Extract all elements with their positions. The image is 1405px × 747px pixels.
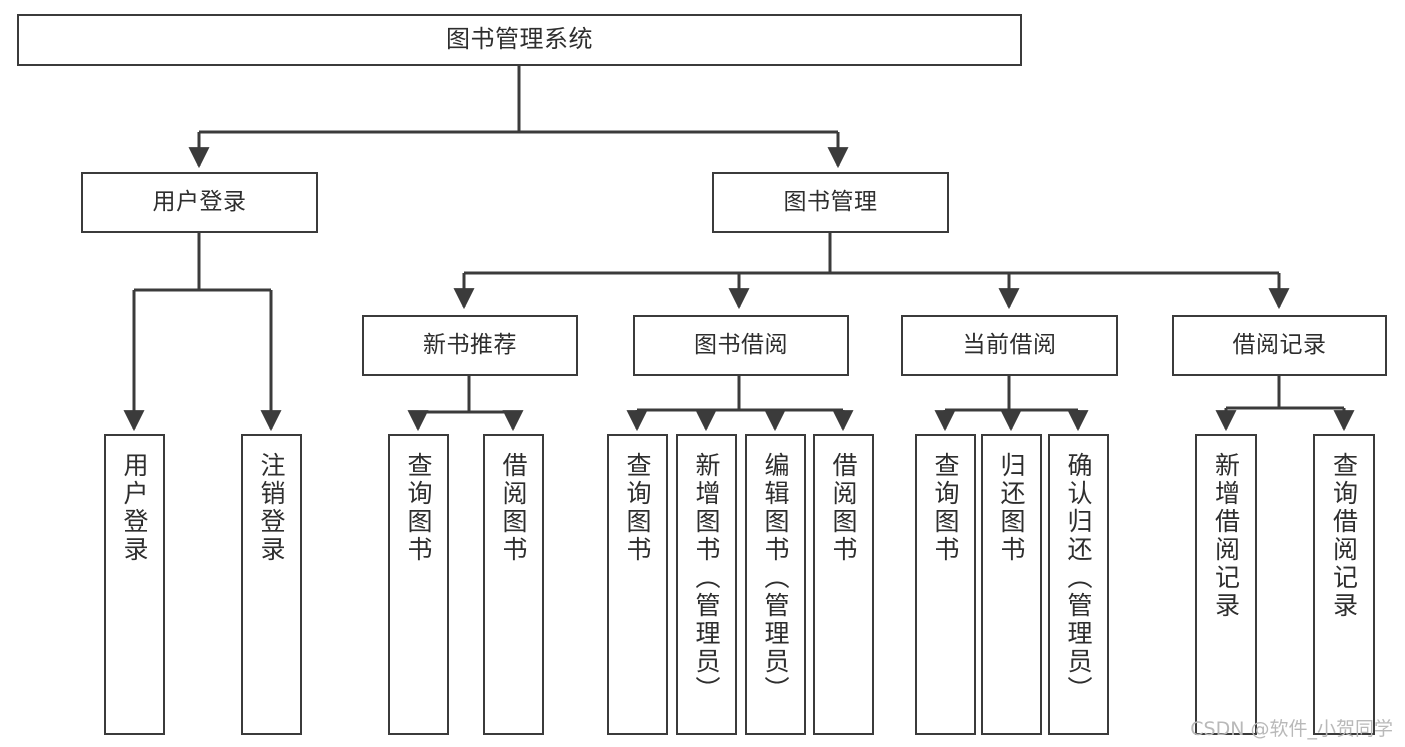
leaf-book-borrow-query[interactable]: 查询图书 [607,434,668,735]
node-borrow-record[interactable]: 借阅记录 [1172,315,1387,376]
node-label: 新增借阅记录 [1211,452,1241,620]
node-label: 查询图书 [623,452,652,564]
node-current-borrow[interactable]: 当前借阅 [901,315,1118,376]
node-label: 图书管理 [783,189,878,216]
node-label: 图书管理系统 [446,25,593,54]
leaf-current-borrow-confirm[interactable]: 确认归还（管理员） [1048,434,1109,735]
node-root-system[interactable]: 图书管理系统 [17,14,1022,66]
node-label: 借阅记录 [1232,332,1327,359]
node-label: 当前借阅 [962,332,1057,359]
node-label: 查询借阅记录 [1329,452,1359,620]
node-label: 新增图书（管理员） [692,452,721,704]
csdn-watermark: CSDN @软件_小贺同学 [1190,718,1393,740]
node-label: 归还图书 [997,452,1026,564]
node-label: 编辑图书（管理员） [761,452,790,704]
node-label: 注销登录 [257,452,286,564]
leaf-book-borrow-add[interactable]: 新增图书（管理员） [676,434,737,735]
node-label: 查询图书 [404,452,433,564]
leaf-user-login-signin[interactable]: 用户登录 [104,434,165,735]
node-label: 查询图书 [931,452,960,564]
leaf-book-borrow-edit[interactable]: 编辑图书（管理员） [745,434,806,735]
node-label: 确认归还（管理员） [1064,452,1093,704]
leaf-borrow-record-add[interactable]: 新增借阅记录 [1195,434,1257,735]
node-book-borrow[interactable]: 图书借阅 [633,315,849,376]
node-new-book-recommend[interactable]: 新书推荐 [362,315,578,376]
leaf-new-book-query[interactable]: 查询图书 [388,434,449,735]
node-label: 新书推荐 [423,332,517,359]
node-label: 用户登录 [152,189,247,216]
node-label: 借阅图书 [829,452,858,564]
node-book-management[interactable]: 图书管理 [712,172,949,233]
node-label: 用户登录 [120,452,149,564]
node-label: 图书借阅 [694,332,788,359]
leaf-current-borrow-return[interactable]: 归还图书 [981,434,1042,735]
leaf-new-book-borrow[interactable]: 借阅图书 [483,434,544,735]
node-label: 借阅图书 [499,452,528,564]
leaf-current-borrow-query[interactable]: 查询图书 [915,434,976,735]
leaf-user-login-signout[interactable]: 注销登录 [241,434,302,735]
leaf-book-borrow-lend[interactable]: 借阅图书 [813,434,874,735]
node-user-login[interactable]: 用户登录 [81,172,318,233]
leaf-borrow-record-query[interactable]: 查询借阅记录 [1313,434,1375,735]
